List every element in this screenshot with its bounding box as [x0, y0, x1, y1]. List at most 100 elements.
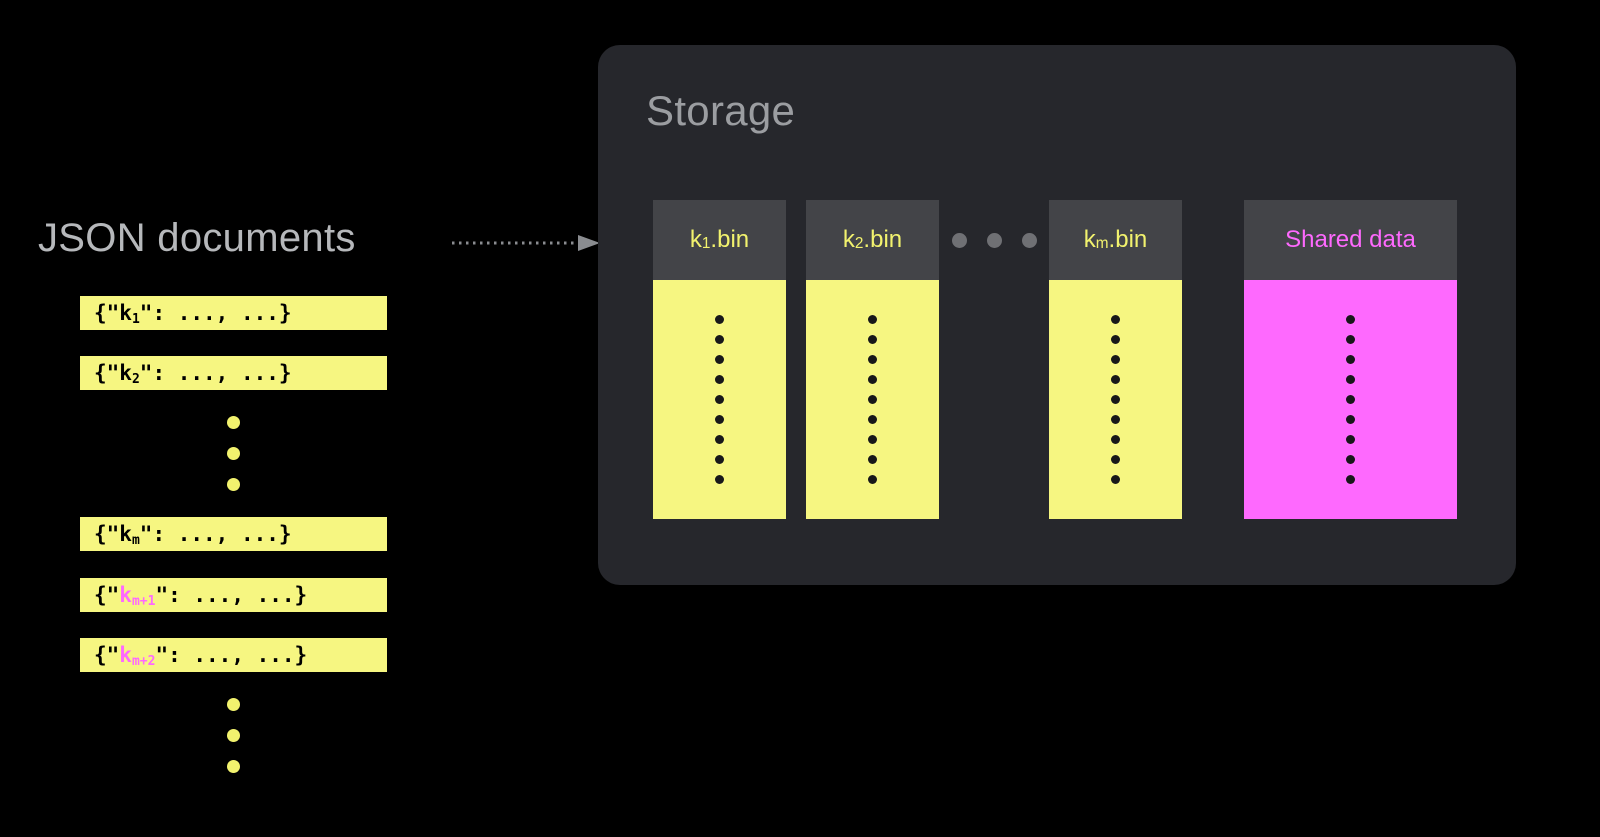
json-key-base: k [119, 643, 132, 667]
record-dot [1346, 335, 1355, 344]
record-dot [1111, 435, 1120, 444]
json-key-base: k [119, 361, 132, 385]
json-key: km+1 [119, 583, 156, 610]
record-dot [868, 415, 877, 424]
json-key: k2 [119, 361, 140, 388]
ellipsis-dot [227, 698, 240, 711]
json-document-row: {"k1": ..., ...} [80, 296, 387, 330]
record-dot [715, 315, 724, 324]
storage-bin-body [1244, 280, 1457, 519]
json-documents-title: JSON documents [38, 216, 356, 260]
record-dot [715, 335, 724, 344]
json-key-base: k [119, 522, 132, 546]
ellipsis-dot [227, 416, 240, 429]
bin-name-subscript: 1 [701, 234, 711, 252]
json-rest: ": ..., ...} [155, 583, 308, 607]
json-open: {" [94, 301, 120, 325]
storage-bin-body [806, 280, 939, 519]
json-key-subscript: m+1 [131, 594, 156, 610]
record-dot [1111, 395, 1120, 404]
record-dot [1346, 455, 1355, 464]
json-key-subscript: m+2 [131, 654, 156, 670]
record-dot [1346, 395, 1355, 404]
record-dot [715, 355, 724, 364]
json-key: km+2 [119, 643, 156, 670]
json-open: {" [94, 583, 120, 607]
json-rest: ": ..., ...} [139, 301, 292, 325]
json-key-base: k [119, 301, 132, 325]
bin-name-subscript: 2 [854, 234, 864, 252]
storage-bin-shared-data[interactable]: Shared data [1244, 200, 1457, 519]
storage-bin-body [1049, 280, 1182, 519]
json-key-subscript: m [131, 533, 140, 549]
json-document-row: {"km+1": ..., ...} [80, 578, 387, 612]
ellipsis-dot [227, 729, 240, 742]
ellipsis-dot [227, 447, 240, 460]
record-dot [1346, 415, 1355, 424]
storage-title: Storage [646, 87, 796, 134]
json-key-base: k [119, 583, 132, 607]
record-dot [868, 355, 877, 364]
ellipsis-dot [951, 232, 967, 248]
record-dot [1111, 375, 1120, 384]
record-dot [868, 455, 877, 464]
ellipsis-dot [227, 478, 240, 491]
json-key-subscript: 2 [131, 372, 140, 388]
record-dot [1111, 455, 1120, 464]
bin-name-base: k [689, 226, 702, 253]
record-dot [868, 375, 877, 384]
bin-name-suffix: .bin [863, 226, 903, 253]
json-document-row: {"km+2": ..., ...} [80, 638, 387, 672]
record-dot [715, 455, 724, 464]
record-dot [715, 435, 724, 444]
record-dot [868, 435, 877, 444]
record-dot [715, 415, 724, 424]
record-dot [1111, 415, 1120, 424]
json-ellipsis-upper [80, 416, 387, 491]
record-dot [715, 395, 724, 404]
json-open: {" [94, 522, 120, 546]
json-rest: ": ..., ...} [155, 643, 308, 667]
record-dot [1111, 315, 1120, 324]
record-dot [868, 475, 877, 484]
record-dot [715, 375, 724, 384]
bin-name-suffix: .bin [1108, 226, 1148, 253]
json-key: km [119, 522, 140, 549]
flow-arrow-icon [452, 235, 600, 251]
json-rest: ": ..., ...} [139, 522, 292, 546]
json-key: k1 [119, 301, 140, 327]
record-dot [1346, 355, 1355, 364]
record-dot [868, 315, 877, 324]
json-document-row: {"k2": ..., ...} [80, 356, 387, 390]
record-dot [868, 335, 877, 344]
record-dot [1346, 435, 1355, 444]
record-dot [868, 395, 877, 404]
record-dot [1111, 355, 1120, 364]
json-documents-section: JSON documents {"k1": ..., ...} {"k2": .… [0, 0, 600, 837]
ellipsis-dot [227, 760, 240, 773]
json-ellipsis-lower [80, 698, 387, 773]
json-open: {" [94, 361, 120, 385]
json-open: {" [94, 643, 120, 667]
storage-bins-ellipsis [939, 200, 1049, 280]
record-dot [1346, 315, 1355, 324]
ellipsis-dot [1021, 232, 1037, 248]
record-dot [1111, 475, 1120, 484]
bin-name-subscript: m [1095, 234, 1109, 252]
bin-name-base: k [1083, 226, 1096, 253]
bin-name-suffix: .bin [710, 226, 750, 253]
record-dot [1346, 375, 1355, 384]
bin-name-base: k [842, 226, 855, 253]
storage-bin-header: Shared data [1244, 200, 1457, 280]
record-dot [1111, 335, 1120, 344]
json-document-row: {"km": ..., ...} [80, 517, 387, 551]
record-dot [715, 475, 724, 484]
